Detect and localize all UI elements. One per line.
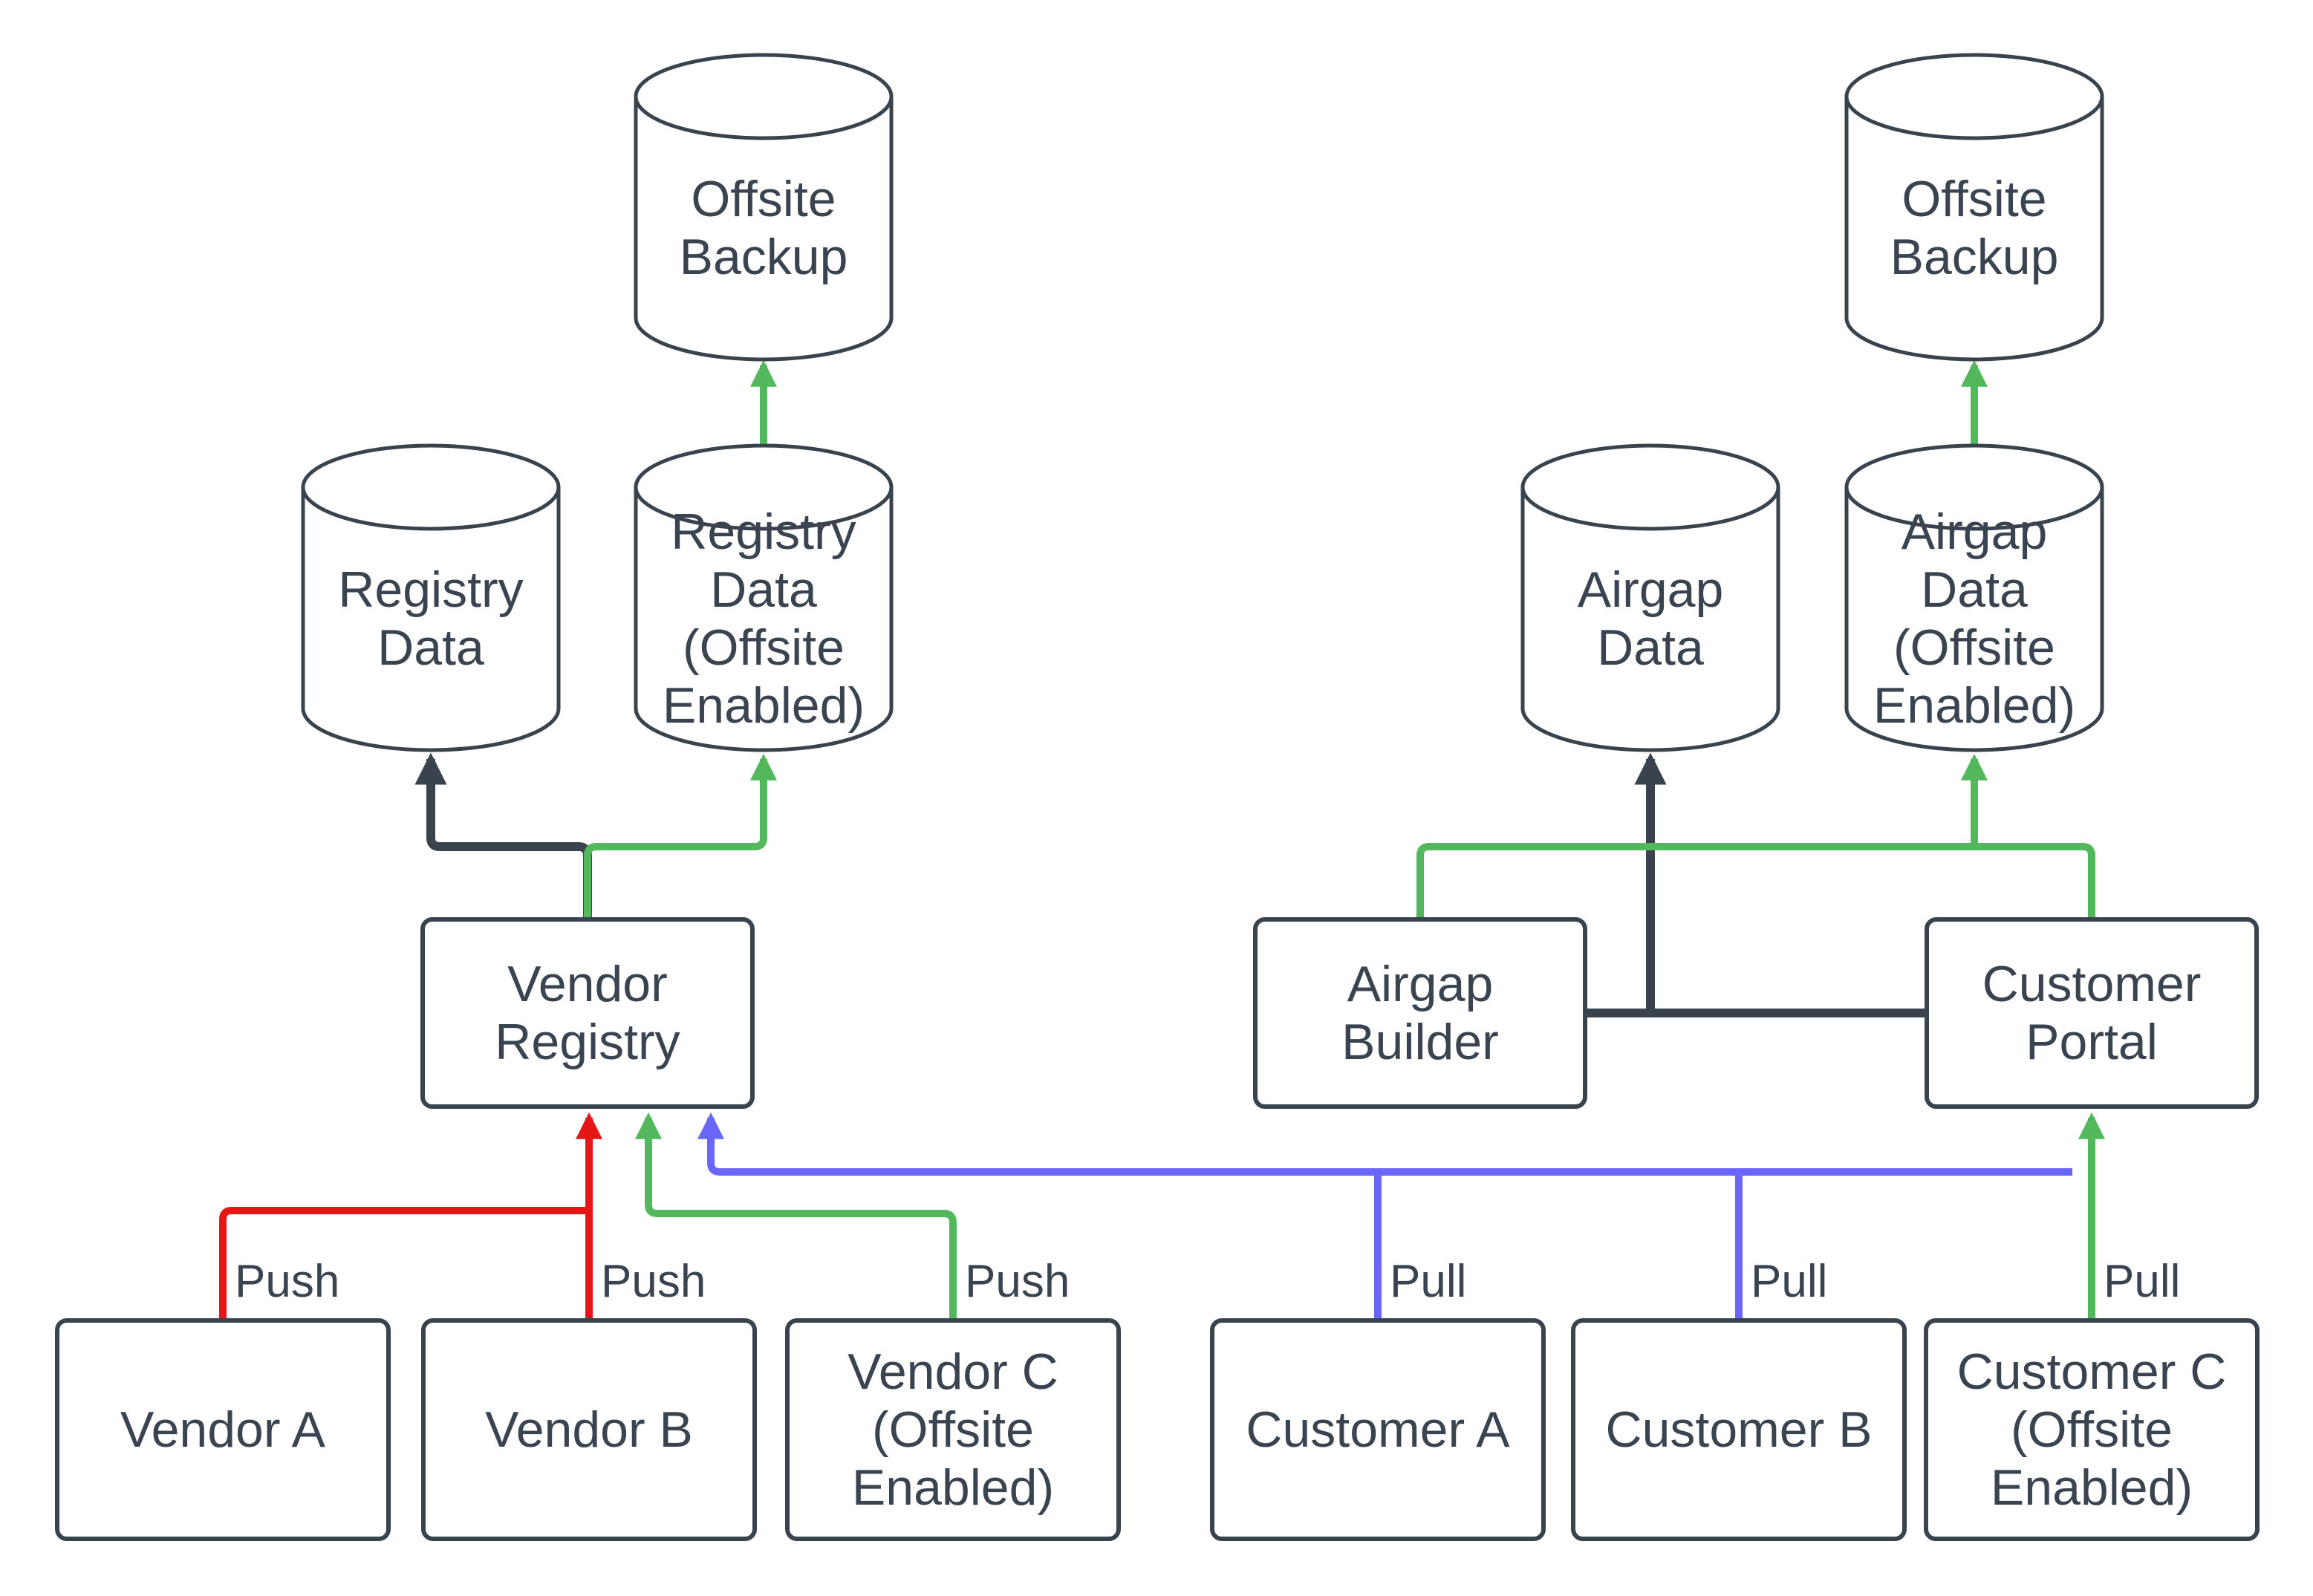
airgap-data-offsite-label: Airgap Data (Offsite Enabled) xyxy=(1873,503,2076,735)
vendor-c-label: Vendor C (Offsite Enabled) xyxy=(848,1343,1058,1517)
node-registry-data: Registry Data xyxy=(303,446,559,750)
edge-label-vendor-a-push: Push xyxy=(235,1256,340,1307)
edge-pull-bus-to-vendor-registry xyxy=(697,1112,2072,1176)
vendor-registry-label: Vendor Registry xyxy=(495,955,680,1070)
vendor-b-label: Vendor B xyxy=(485,1401,693,1458)
customer-b-label: Customer B xyxy=(1605,1401,1873,1458)
edge-label-vendor-b-push: Push xyxy=(601,1256,706,1307)
edge-vendor-c-push xyxy=(635,1112,957,1318)
cylinder-registry-data-offsite xyxy=(634,443,894,752)
airgap-data-label: Airgap Data xyxy=(1577,561,1724,676)
node-vendor-b: Vendor B xyxy=(421,1318,757,1541)
edge-registry-to-registry-data-offsite xyxy=(584,753,777,917)
cylinder-offsite-backup-left xyxy=(634,53,894,362)
node-vendor-registry: Vendor Registry xyxy=(420,917,755,1109)
edge-builder-portal-green-bus-line xyxy=(1416,843,2095,917)
offsite-backup-left-label: Offsite Backup xyxy=(679,170,848,285)
edge-pull-bus-line xyxy=(697,1112,2072,1176)
edge-vendor-a-push xyxy=(219,1207,589,1318)
registry-data-label: Registry Data xyxy=(338,561,524,676)
edge-builder-portal-to-airgap-data-offsite xyxy=(1416,753,2095,917)
node-customer-a: Customer A xyxy=(1210,1318,1546,1541)
vendor-a-label: Vendor A xyxy=(120,1401,326,1458)
node-offsite-backup-left: Offsite Backup xyxy=(636,55,891,359)
cylinder-airgap-data xyxy=(1520,443,1780,752)
edge-label-vendor-c-push: Push xyxy=(965,1256,1070,1307)
node-customer-c: Customer C (Offsite Enabled) xyxy=(1924,1318,2260,1541)
offsite-backup-right-label: Offsite Backup xyxy=(1890,170,2059,285)
edge-builder-portal-link-to-airgap-data xyxy=(1587,752,1925,1017)
edge-registry-to-registry-data-offsite-line xyxy=(584,753,777,917)
node-offsite-backup-right: Offsite Backup xyxy=(1847,55,2102,359)
node-customer-portal: Customer Portal xyxy=(1925,917,2259,1109)
cylinder-offsite-backup-right xyxy=(1844,53,2104,362)
node-vendor-c: Vendor C (Offsite Enabled) xyxy=(785,1318,1121,1541)
node-vendor-a: Vendor A xyxy=(55,1318,391,1541)
node-registry-data-offsite: Registry Data (Offsite Enabled) xyxy=(636,446,891,750)
edge-label-customer-c-pull: Pull xyxy=(2104,1256,2181,1307)
edge-label-customer-a-pull: Pull xyxy=(1390,1256,1467,1307)
edge-registry-to-registry-data-line xyxy=(414,752,592,917)
customer-c-label: Customer C (Offsite Enabled) xyxy=(1956,1343,2227,1517)
cylinder-registry-data xyxy=(301,443,561,752)
customer-portal-label: Customer Portal xyxy=(1982,955,2202,1070)
node-airgap-builder: Airgap Builder xyxy=(1253,917,1587,1109)
customer-a-label: Customer A xyxy=(1246,1401,1510,1458)
edge-label-customer-b-pull: Pull xyxy=(1751,1256,1828,1307)
airgap-builder-label: Airgap Builder xyxy=(1341,955,1499,1070)
edge-vendor-a-push-line xyxy=(219,1207,589,1318)
node-airgap-data-offsite: Airgap Data (Offsite Enabled) xyxy=(1847,446,2102,750)
node-customer-b: Customer B xyxy=(1571,1318,1907,1541)
node-airgap-data: Airgap Data xyxy=(1523,446,1778,750)
edge-registry-to-registry-data xyxy=(414,752,592,917)
registry-data-offsite-label: Registry Data (Offsite Enabled) xyxy=(662,503,865,735)
cylinder-airgap-data-offsite xyxy=(1844,443,2104,752)
edge-vendor-c-push-line xyxy=(635,1112,957,1318)
